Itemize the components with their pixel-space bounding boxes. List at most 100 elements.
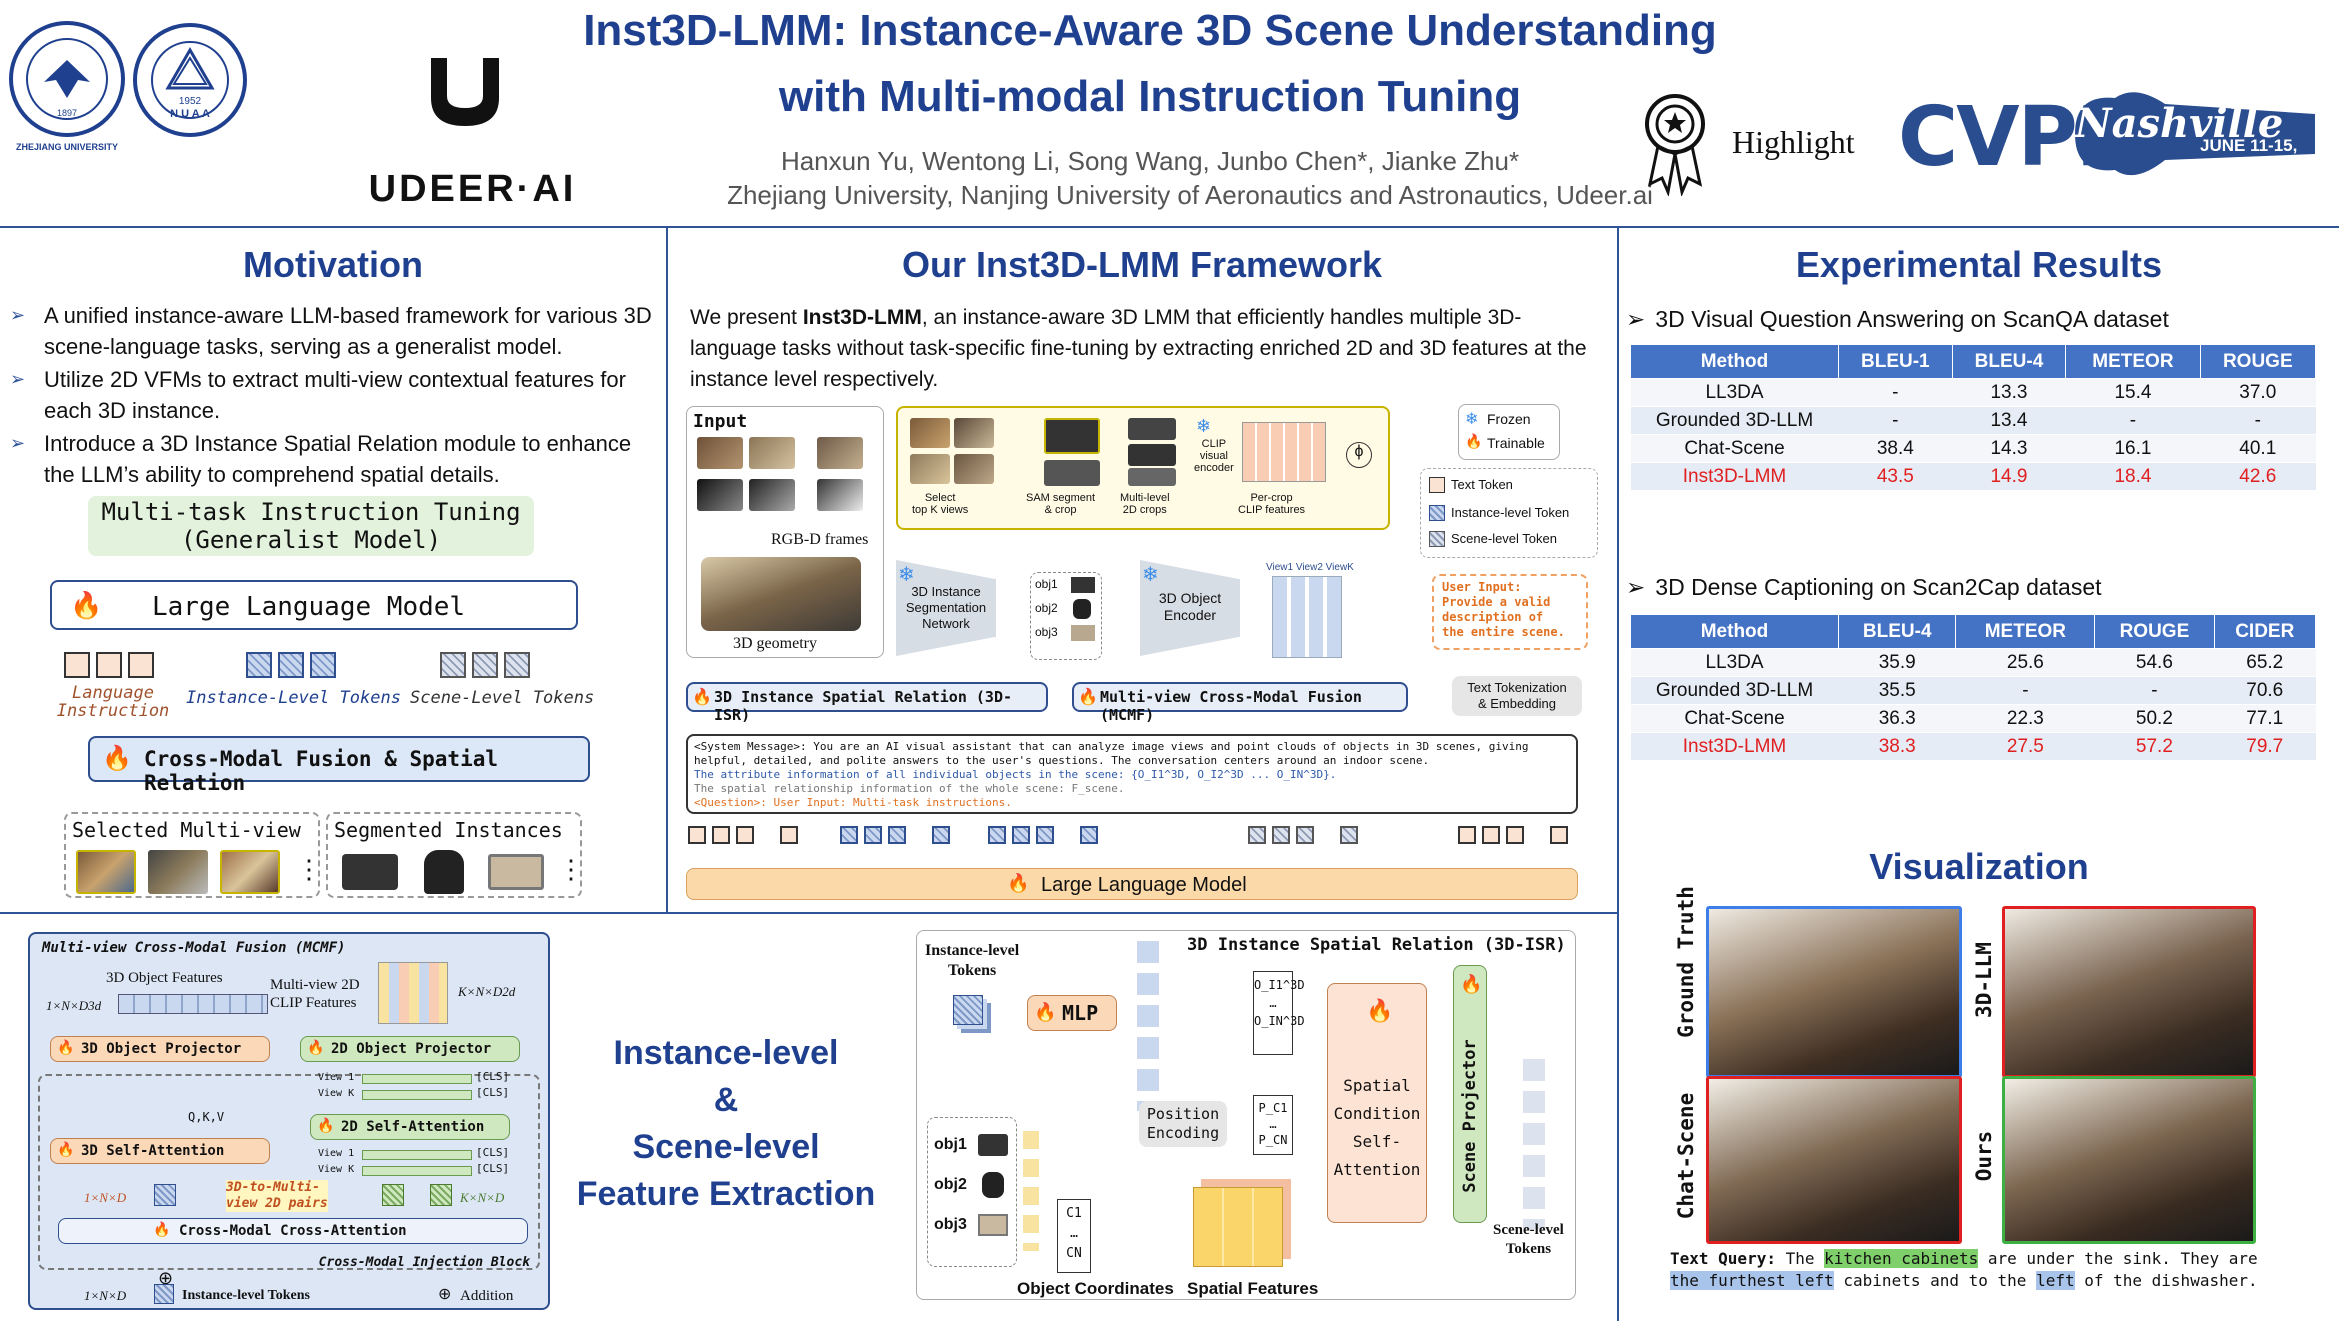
flame-icon: 🔥 <box>1465 433 1483 449</box>
snowflake-icon: ❄ <box>1465 411 1479 428</box>
clip-snowflake-icon: ❄ <box>1196 416 1212 436</box>
scene-label: Scene-Level Tokens <box>410 688 595 708</box>
token-legend: Text Token Instance-level Token Scene-le… <box>1420 468 1598 558</box>
scene-geometry-image <box>701 557 861 631</box>
pc-feature-box: P_C1…P_CN <box>1253 1095 1293 1155</box>
token-row-framework <box>688 826 1578 850</box>
visualization-title: Visualization <box>1869 846 2089 887</box>
language-tokens <box>64 652 160 683</box>
motivation-bullet-1: A unified instance-aware LLM-based frame… <box>6 300 662 362</box>
scanqa-table: Method BLEU-1 BLEU-4 METEOR ROUGE LL3DA-… <box>1630 344 2317 491</box>
flame-icon: 🔥 <box>70 590 103 620</box>
snowflake-icon: ❄ <box>898 564 915 586</box>
cvpr-dates: JUNE 11-15, 2025 <box>2200 136 2298 175</box>
nuaa-logo-year: 1952 <box>178 96 202 107</box>
svg-text:1897: 1897 <box>57 108 77 118</box>
tuning-box: Multi-task Instruction Tuning (Generalis… <box>88 496 534 556</box>
results-title: Experimental Results <box>1795 244 2163 285</box>
divider-middle <box>0 912 1617 914</box>
poster-title-line2: with Multi-modal Instruction Tuning <box>778 72 1522 121</box>
isr-panel: 3D Instance Spatial Relation (3D-ISR) In… <box>916 930 1576 1300</box>
vis-chat-scene <box>1706 1076 1962 1244</box>
seg-network-block <box>896 560 996 656</box>
segmented-box: Segmented Instances ⋮ <box>326 812 584 898</box>
view-feature-columns <box>1272 576 1342 658</box>
poster-title-line1: Inst3D-LMM: Instance-Aware 3D Scene Unde… <box>583 6 1717 55</box>
vis-label-ours: Ours <box>1972 1130 1996 1182</box>
motivation-bullet-3: Introduce a 3D Instance Spatial Relation… <box>6 428 662 490</box>
mcmf-panel: Multi-view Cross-Modal Fusion (MCMF) 3D … <box>28 932 550 1310</box>
cross-attn-box: 🔥Cross-Modal Cross-Attention <box>58 1218 528 1244</box>
instance-tokens <box>246 652 342 683</box>
authors: Hanxun Yu, Wentong Li, Song Wang, Junbo … <box>780 146 1520 176</box>
multiview-label: Selected Multi-view <box>72 818 301 842</box>
view-thumb-2 <box>148 850 208 894</box>
framework-intro: We present Inst3D-LMM, an instance-aware… <box>690 306 1587 391</box>
language-label: Language Instruction <box>56 683 170 721</box>
framework-title: Our Inst3D-LMM Framework <box>901 244 1383 285</box>
multiview-box: Selected Multi-view ⋮ <box>64 812 322 898</box>
spatial-feature-cube <box>1193 1187 1283 1267</box>
vis-label-3dllm: 3D-LLM <box>1972 942 1996 1018</box>
nuaa-logo-text: N U A A <box>170 108 210 120</box>
nuaa-logo <box>132 22 248 138</box>
divider-right <box>1617 226 1619 1321</box>
motivation-llm-label: Large Language Model <box>152 592 466 622</box>
view-select-panel: Select top K views SAM segment & crop Mu… <box>896 406 1390 530</box>
feature-extraction-label: Instance-level & Scene-level Feature Ext… <box>576 1034 876 1213</box>
vis-label-gt: Ground Truth <box>1674 886 1698 1038</box>
system-prompt-box: <System Message>: You are an AI visual a… <box>686 734 1578 814</box>
tokenize-box: Text Tokenization & Embedding <box>1452 676 1582 716</box>
snowflake-icon: ❄ <box>1142 564 1159 586</box>
scene-token-column <box>1523 1059 1545 1229</box>
flame-icon: 🔥 <box>1078 689 1098 706</box>
table1-title: ➢3D Visual Question Answering on ScanQA … <box>1626 306 2169 332</box>
table2-title: ➢3D Dense Captioning on Scan2Cap dataset <box>1626 574 2102 600</box>
scene-projector-box: 🔥 Scene Projector <box>1453 965 1487 1223</box>
motivation-title: Motivation <box>243 244 423 285</box>
instance-chair-icon <box>424 850 464 894</box>
self2d-box: 🔥2D Self-Attention <box>310 1114 510 1140</box>
zju-logo: 1897 <box>8 20 126 138</box>
user-input-bubble: User Input: Provide a valid description … <box>1432 574 1588 650</box>
udeer-logo-text: UDEER·AI <box>368 168 577 210</box>
vis-ours <box>2002 1076 2256 1244</box>
isr-label-box: 🔥 3D Instance Spatial Relation (3D-ISR) <box>686 682 1048 724</box>
instance-tv-icon <box>342 854 398 890</box>
object-crops: obj1 obj2 obj3 <box>1030 572 1102 660</box>
objects-box: obj1 obj2 obj3 <box>927 1117 1017 1267</box>
instance-label: Instance-Level Tokens <box>186 688 401 708</box>
proj3d-box: 🔥3D Object Projector <box>50 1036 270 1062</box>
view-thumb-1 <box>76 850 136 894</box>
zju-logo-text: ZHEJIANG UNIVERSITY <box>15 142 118 152</box>
phi-symbol: ϕ <box>1346 442 1372 468</box>
pos-enc-box: Position Encoding <box>1139 1101 1227 1147</box>
legend-box: ❄ Frozen 🔥 Trainable <box>1458 404 1560 460</box>
text-query: Text Query: The kitchen cabinets are und… <box>1670 1249 2258 1290</box>
flame-icon: 🔥 <box>102 745 132 772</box>
motivation-bullet-2: Utilize 2D VFMs to extract multi-view co… <box>6 364 662 426</box>
fusion-label: Cross-Modal Fusion & Spatial Relation <box>144 747 499 795</box>
affiliations: Zhejiang University, Nanjing University … <box>727 180 1653 210</box>
c-feature-box: C1…CN <box>1057 1199 1091 1273</box>
guitar-icon <box>2055 74 2325 194</box>
award-icon <box>1640 88 1710 198</box>
flame-icon: 🔥 <box>692 689 712 706</box>
flame-icon: 🔥 <box>1007 873 1030 893</box>
self3d-box: 🔥3D Self-Attention <box>50 1138 270 1164</box>
addition-symbol: ⊕ <box>158 1268 174 1288</box>
cvpr-city: Nashville <box>2075 100 2284 147</box>
instance-oven-icon <box>488 854 544 890</box>
mcmf-label-box: 🔥 Multi-view Cross-Modal Fusion (MCMF) <box>1072 682 1408 724</box>
framework-llm-box: 🔥 Large Language Model <box>686 868 1578 900</box>
divider-left <box>666 226 668 912</box>
vis-3d-llm <box>2002 906 2256 1078</box>
highlight-label: Highlight <box>1732 124 1855 160</box>
